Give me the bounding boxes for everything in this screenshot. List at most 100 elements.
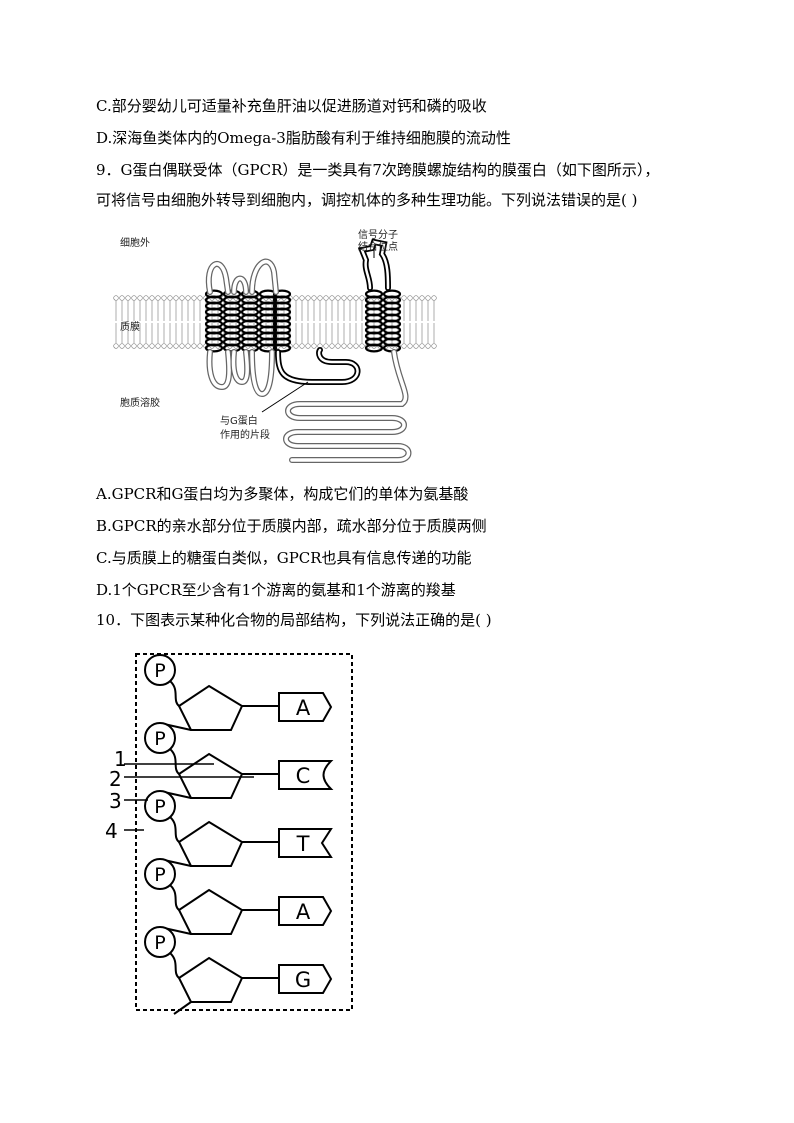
lipid-head bbox=[197, 295, 203, 301]
label-binding-site-1: 信号分子 bbox=[358, 229, 398, 241]
lipid-head bbox=[191, 295, 197, 301]
lipid-head bbox=[167, 295, 173, 301]
lipid-head bbox=[185, 295, 191, 301]
lipid-head bbox=[413, 343, 419, 349]
lipid-head bbox=[131, 343, 137, 349]
lipid-head bbox=[305, 295, 311, 301]
lipid-head bbox=[143, 343, 149, 349]
lipid-head bbox=[125, 295, 131, 301]
gpcr-membrane-diagram: 细胞外 质膜 胞质溶胶 信号分子 结合位点 与G蛋白 作用的片段 bbox=[113, 229, 437, 463]
lipid-head bbox=[161, 295, 167, 301]
phosphate-group bbox=[144, 654, 176, 686]
label-g-segment-1: 与G蛋白 bbox=[220, 414, 258, 427]
lipid-head bbox=[311, 343, 317, 349]
lipid-head bbox=[299, 343, 305, 349]
pentose-sugar bbox=[177, 888, 244, 935]
lipid-head bbox=[119, 295, 125, 301]
lipid-head bbox=[293, 343, 299, 349]
nucleotide: PA bbox=[144, 654, 333, 731]
nucleotide: PG bbox=[144, 926, 333, 1015]
lipid-head bbox=[137, 295, 143, 301]
base-label: C bbox=[296, 764, 311, 788]
lipid-head bbox=[143, 295, 149, 301]
option-8c: C.部分婴幼儿可适量补充鱼肝油以促进肠道对钙和磷的吸收 bbox=[96, 97, 487, 115]
lipid-head bbox=[137, 343, 143, 349]
lipid-head bbox=[431, 343, 437, 349]
lipid-head bbox=[173, 343, 179, 349]
lipid-head bbox=[311, 295, 317, 301]
lipid-head bbox=[329, 343, 335, 349]
phosphodiester-bond bbox=[169, 952, 180, 979]
phosphodiester-bond bbox=[169, 748, 180, 775]
phosphate-group bbox=[144, 790, 176, 822]
lipid-head bbox=[341, 295, 347, 301]
nitrogenous-base bbox=[278, 828, 333, 858]
lipid-head bbox=[359, 295, 365, 301]
option-9a: A.GPCR和G蛋白均为多聚体，构成它们的单体为氨基酸 bbox=[96, 485, 469, 503]
lipid-head bbox=[113, 343, 119, 349]
backbone-bond bbox=[173, 1001, 192, 1015]
lipid-head bbox=[179, 295, 185, 301]
lipid-head bbox=[431, 295, 437, 301]
pentose-sugar bbox=[177, 820, 244, 867]
lipid-head bbox=[317, 295, 323, 301]
marker-2: 2 bbox=[109, 767, 122, 791]
lipid-head bbox=[125, 343, 131, 349]
label-g-segment-2: 作用的片段 bbox=[220, 428, 270, 441]
lipid-head bbox=[185, 343, 191, 349]
question-9-stem-line1: 9．G蛋白偶联受体（GPCR）是一类具有7次跨膜螺旋结构的膜蛋白（如下图所示）， bbox=[96, 161, 660, 179]
transmembrane-helix bbox=[364, 289, 384, 353]
phosphodiester-bond bbox=[169, 816, 180, 843]
lipid-head bbox=[335, 343, 341, 349]
lipid-head bbox=[173, 295, 179, 301]
nucleotide: PT bbox=[144, 790, 333, 867]
gpcr-helices bbox=[204, 289, 402, 353]
pointer-line bbox=[261, 381, 309, 413]
lipid-head bbox=[161, 343, 167, 349]
lipid-head bbox=[119, 343, 125, 349]
marker-1: 1 bbox=[114, 747, 127, 771]
nitrogenous-base bbox=[278, 964, 333, 994]
lipid-head bbox=[131, 295, 137, 301]
lipid-head bbox=[323, 343, 329, 349]
gpcr-chain bbox=[205, 238, 412, 463]
lipid-head bbox=[299, 295, 305, 301]
lipid-head bbox=[347, 343, 353, 349]
lipid-head bbox=[419, 343, 425, 349]
phosphate-group bbox=[144, 722, 176, 754]
lipid-head bbox=[407, 295, 413, 301]
lipid-head bbox=[305, 343, 311, 349]
lipid-head bbox=[191, 343, 197, 349]
lipid-head bbox=[401, 343, 407, 349]
marker-lines bbox=[124, 763, 254, 831]
nucleotide: PC bbox=[144, 722, 334, 799]
phosphate-label: P bbox=[154, 660, 165, 682]
label-extracellular: 细胞外 bbox=[120, 236, 150, 249]
dashed-frame bbox=[135, 653, 353, 1011]
transmembrane-helix bbox=[258, 289, 278, 353]
lipid-head bbox=[419, 295, 425, 301]
transmembrane-helix bbox=[272, 289, 292, 353]
lipid-head bbox=[413, 295, 419, 301]
lipid-head bbox=[323, 295, 329, 301]
option-9c: C.与质膜上的糖蛋白类似，GPCR也具有信息传递的功能 bbox=[96, 549, 472, 567]
marker-4: 4 bbox=[105, 819, 118, 843]
nitrogenous-base bbox=[278, 760, 334, 790]
lipid-head bbox=[155, 295, 161, 301]
phosphate-label: P bbox=[154, 728, 165, 750]
nucleotide: PA bbox=[144, 858, 333, 935]
lipid-head bbox=[353, 343, 359, 349]
question-10-stem: 10．下图表示某种化合物的局部结构，下列说法正确的是( ) bbox=[96, 611, 492, 629]
pentose-sugar bbox=[177, 956, 244, 1003]
lipid-head bbox=[401, 295, 407, 301]
base-label: A bbox=[296, 696, 311, 720]
lipid-head bbox=[179, 343, 185, 349]
lipid-head bbox=[347, 295, 353, 301]
lipid-head bbox=[149, 343, 155, 349]
base-label: T bbox=[296, 832, 310, 856]
transmembrane-helix bbox=[382, 289, 402, 353]
base-label: A bbox=[296, 900, 311, 924]
pentose-sugar bbox=[177, 752, 244, 799]
lipid-head bbox=[113, 295, 119, 301]
